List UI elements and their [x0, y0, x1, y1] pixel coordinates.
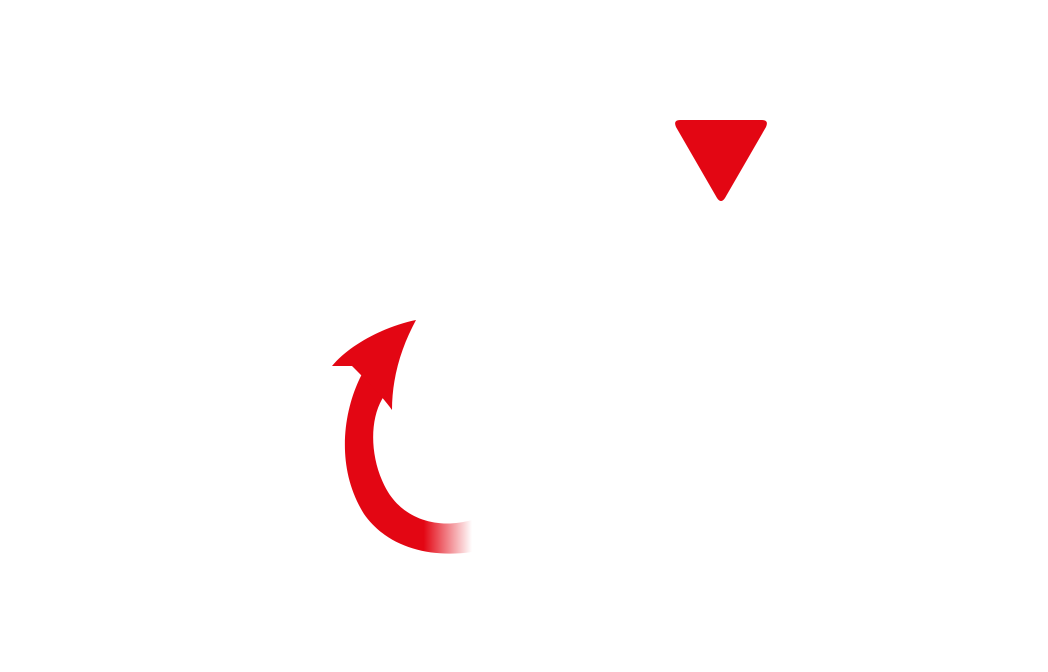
- arrow-head: [332, 320, 416, 410]
- arrow-arc: [344, 374, 472, 554]
- triangle-shape: [675, 120, 767, 201]
- curved-arrow-icon: [326, 316, 476, 560]
- triangle-down-icon: [672, 118, 770, 206]
